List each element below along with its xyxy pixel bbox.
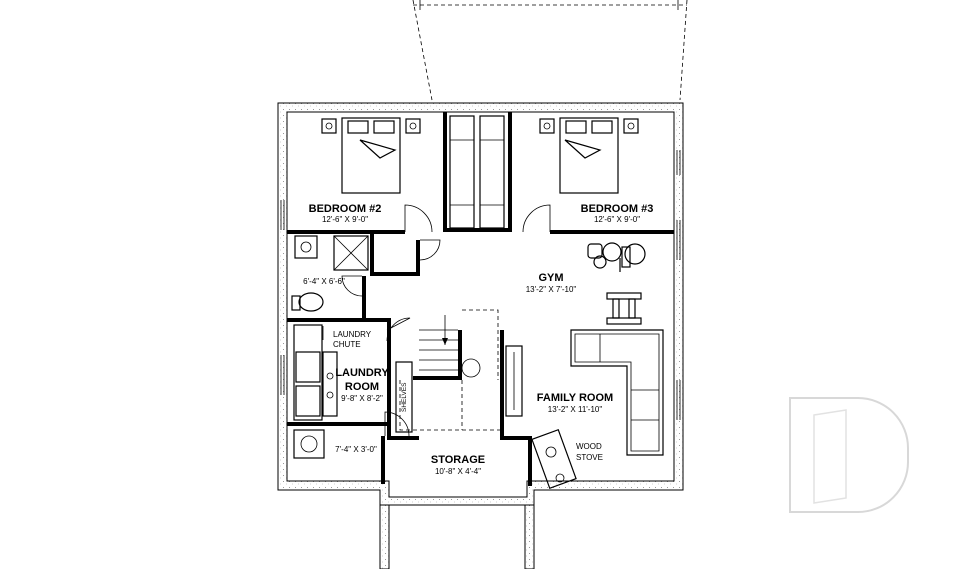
staircase [399,309,500,431]
laundry-label-line1: LAUNDRY [335,367,389,379]
shelves-label: SHELVES [401,382,408,412]
laundry-dims: 9'-8" X 8'-2" [341,394,383,403]
media-console [505,345,523,417]
bedroom3-label: BEDROOM #3 [581,203,654,215]
gym-equipment [587,242,646,325]
bath-fixtures [291,235,369,312]
family-room-label: FAMILY ROOM [537,392,613,404]
storage-label: STORAGE [431,454,485,466]
closet-dims: 7'-4" X 3'-0" [335,445,377,454]
deck-outline [412,0,688,101]
foundation-walls [277,102,684,569]
laundry-label-line2: ROOM [345,381,379,393]
bedroom2-bed [321,117,421,194]
bedroom2-dims: 12'-6" X 9'-0" [322,215,368,224]
interior-walls [280,112,681,486]
stove-label-line2: STOVE [576,453,603,462]
stove-label-line1: WOOD [576,442,602,451]
chute-label-line1: LAUNDRY [333,330,372,339]
bath-dims: 6'-4" X 6'-6" [303,277,345,286]
laundry-fixtures [293,324,413,459]
brand-logo-watermark [789,397,909,513]
storage-dims: 10'-8" X 4'-4" [435,467,481,476]
gym-label: GYM [538,272,563,284]
chute-label-line2: CHUTE [333,340,361,349]
bedroom3-bed [539,117,639,194]
family-room-dims: 13'-2" X 11'-10" [548,405,603,414]
sectional-sofa [570,329,664,456]
wood-stove [531,429,577,489]
bedroom2-label: BEDROOM #2 [309,203,382,215]
bedroom3-dims: 12'-6" X 9'-0" [594,215,640,224]
gym-dims: 13'-2" X 7'-10" [526,285,577,294]
